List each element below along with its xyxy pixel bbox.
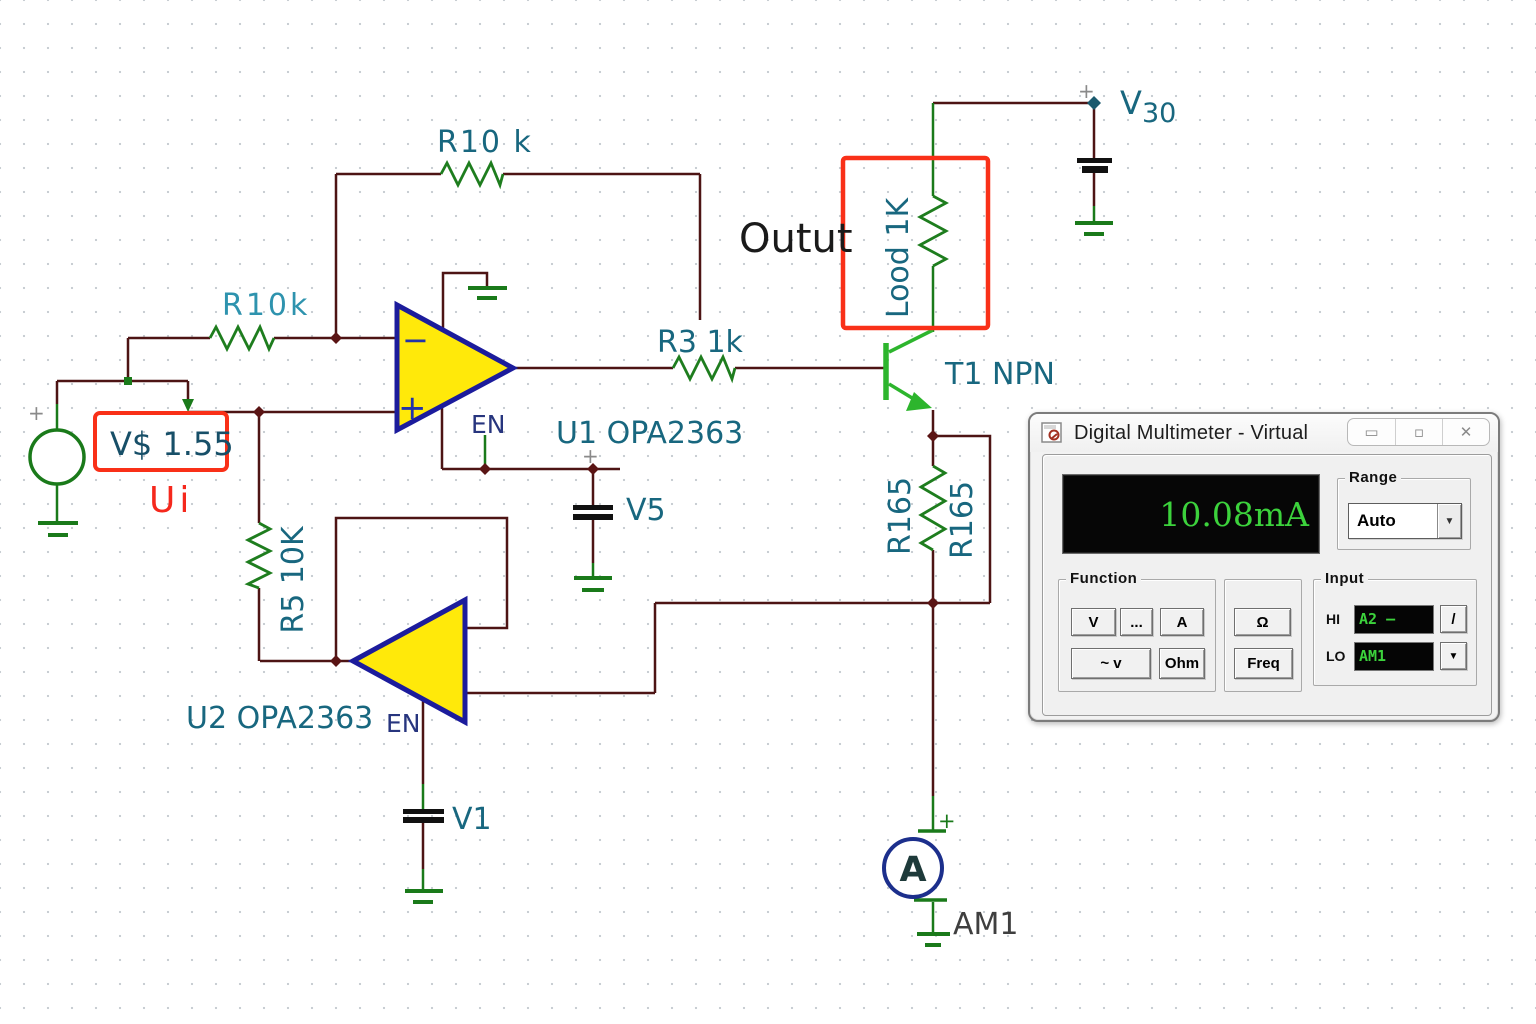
- opamp-plus-pin: +: [398, 388, 427, 428]
- label-am1: AM1: [953, 907, 1019, 942]
- transistor-t1[interactable]: [883, 328, 934, 411]
- junction-dots: [253, 332, 939, 667]
- omega-button[interactable]: Ω: [1234, 608, 1291, 636]
- resistor-feedback-r10k[interactable]: [439, 159, 505, 190]
- input-lo-label: LO: [1326, 648, 1346, 664]
- function-dots-button[interactable]: ...: [1120, 608, 1153, 636]
- annotation-box-load: [840, 155, 991, 331]
- wires: [55, 101, 1096, 869]
- resistor-r165[interactable]: [918, 464, 948, 552]
- resistor-load[interactable]: [917, 194, 949, 268]
- multimeter-icon: [1041, 422, 1062, 443]
- plus-marks: + + +: [28, 79, 1095, 468]
- wire-arrow-icon: [182, 399, 194, 412]
- opamp-u1[interactable]: [394, 300, 519, 435]
- input-lo-button[interactable]: ▼: [1440, 642, 1467, 670]
- minimize-button[interactable]: ▭: [1348, 419, 1395, 445]
- resistor-r5[interactable]: [244, 521, 274, 590]
- label-v1: V1: [452, 802, 492, 837]
- close-button[interactable]: ✕: [1442, 419, 1489, 445]
- input-hi-button[interactable]: /: [1440, 605, 1467, 633]
- label-output: Outut: [739, 216, 853, 262]
- svg-text:+: +: [1078, 79, 1095, 103]
- label-r3: R3 1k: [657, 325, 744, 360]
- label-load: Lood 1K: [881, 197, 916, 319]
- label-r165-right: R165: [945, 481, 980, 559]
- window-controls: ▭ ▫ ✕: [1347, 418, 1490, 446]
- label-t1: T1 NPN: [944, 357, 1055, 392]
- ammeter-symbol: A: [899, 850, 926, 890]
- function-label: Function: [1066, 570, 1142, 587]
- ammeter-plus: +: [938, 809, 956, 833]
- label-v30-letter: V: [1120, 84, 1142, 122]
- label-r-input: R10k: [222, 288, 310, 323]
- function-ohm-button[interactable]: Ohm: [1159, 648, 1205, 679]
- label-u1-en: EN: [471, 410, 506, 439]
- label-source-value: V$ 1.55: [110, 425, 234, 463]
- junction-green: [124, 377, 132, 385]
- freq-button[interactable]: Freq: [1234, 648, 1293, 679]
- multimeter-title: Digital Multimeter - Virtual: [1074, 421, 1309, 444]
- multimeter-window: Digital Multimeter - Virtual ▭ ▫ ✕ 10.08…: [1028, 412, 1500, 722]
- range-label: Range: [1345, 469, 1402, 486]
- green-wires: [55, 103, 1096, 932]
- svg-text:+: +: [28, 401, 45, 425]
- multimeter-titlebar[interactable]: Digital Multimeter - Virtual ▭ ▫ ✕: [1030, 414, 1498, 452]
- label-r5: R5 10K: [276, 525, 311, 634]
- function-v-button[interactable]: V: [1071, 608, 1116, 636]
- input-group: Input HI A2 — / LO AM1 ▼: [1313, 570, 1477, 686]
- voltage-source-ui[interactable]: [28, 428, 86, 486]
- range-select[interactable]: Auto ▼: [1348, 503, 1462, 539]
- emitter-arrow-icon: [906, 392, 932, 411]
- resistor-input-r10k[interactable]: [208, 323, 276, 353]
- label-u2-en: EN: [386, 709, 421, 738]
- label-v5: V5: [626, 493, 666, 528]
- label-u1: U1 OPA2363: [556, 416, 743, 451]
- svg-text:+: +: [582, 444, 599, 468]
- annotation-box-source: [93, 411, 229, 472]
- function-ac-button[interactable]: ~ v: [1071, 648, 1151, 679]
- opamp-minus-pin: −: [402, 321, 429, 359]
- resistor-r3[interactable]: [671, 353, 737, 384]
- input-hi-label: HI: [1326, 611, 1340, 627]
- range-dropdown-icon[interactable]: ▼: [1437, 504, 1461, 538]
- aux-group: Ω Freq: [1224, 579, 1302, 692]
- input-lo-display: AM1: [1354, 642, 1434, 671]
- ground-symbols: [38, 221, 1113, 947]
- opamp-u2[interactable]: [347, 595, 468, 727]
- range-value: Auto: [1357, 511, 1396, 530]
- function-a-button[interactable]: A: [1160, 608, 1204, 636]
- battery-v1[interactable]: [403, 809, 444, 823]
- label-r-feedback: R10 k: [437, 125, 533, 160]
- battery-v30[interactable]: [1077, 158, 1112, 173]
- battery-v5[interactable]: [573, 505, 613, 520]
- function-group: Function V ... A ~ v Ohm: [1058, 570, 1216, 692]
- input-hi-display: A2 —: [1354, 605, 1434, 634]
- multimeter-reading: 10.08mA: [1159, 494, 1309, 534]
- ammeter-am1[interactable]: A: [882, 829, 947, 902]
- multimeter-display: 10.08mA: [1062, 474, 1320, 554]
- label-source-name: Ui: [149, 480, 193, 521]
- label-r165-left: R165: [883, 477, 918, 555]
- label-v30-value: 30: [1142, 98, 1176, 129]
- junction-v30: [1087, 96, 1101, 110]
- label-u2: U2 OPA2363: [186, 701, 373, 736]
- input-label: Input: [1321, 570, 1369, 587]
- range-group: Range Auto ▼: [1337, 469, 1471, 550]
- maximize-button[interactable]: ▫: [1395, 419, 1442, 445]
